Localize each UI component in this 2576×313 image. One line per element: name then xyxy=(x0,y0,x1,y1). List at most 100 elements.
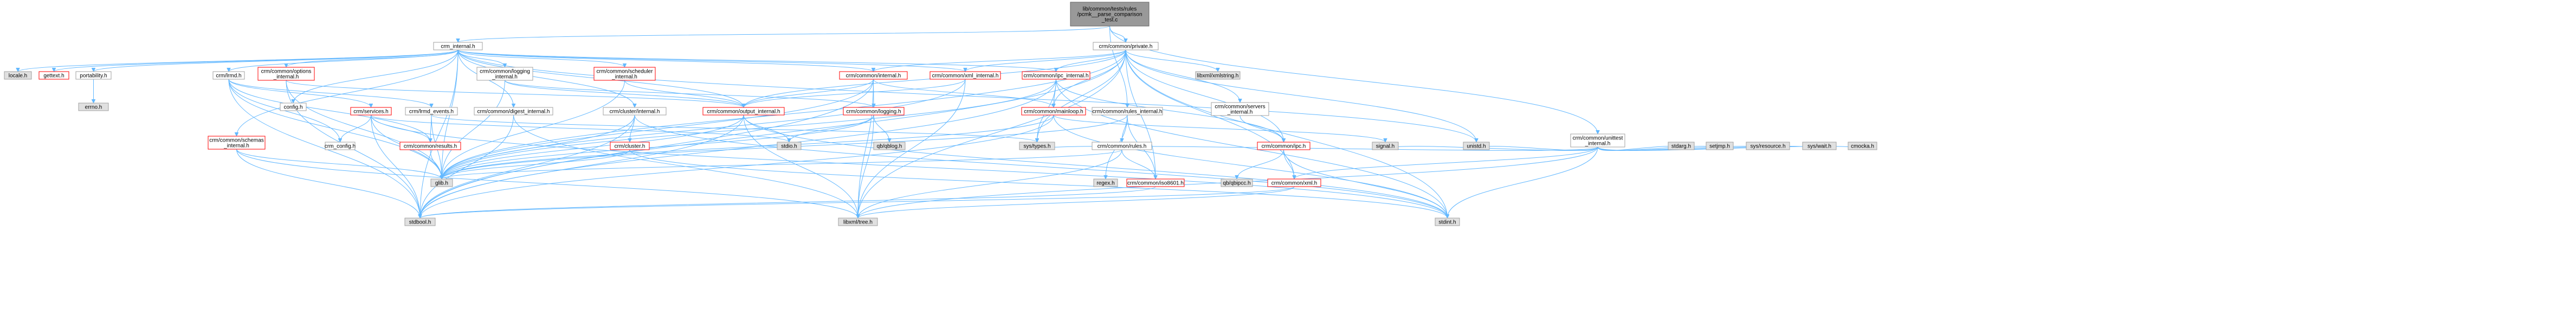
node-qbipcc[interactable]: qb/qbipcc.h xyxy=(1221,178,1253,187)
node-sysresource[interactable]: sys/resource.h xyxy=(1746,142,1790,150)
node-xml[interactable]: crm/common/xml.h xyxy=(1267,178,1321,187)
node-label: crm/common/logging.h xyxy=(846,109,901,115)
node-rules[interactable]: crm/common/rules.h xyxy=(1092,142,1152,150)
node-stdio[interactable]: stdio.h xyxy=(777,142,802,150)
node-mainloop[interactable]: crm/common/mainloop.h xyxy=(1021,107,1086,116)
node-services[interactable]: crm/services.h xyxy=(350,107,392,116)
node-label: signal.h xyxy=(1376,144,1394,150)
node-box xyxy=(843,107,905,116)
edge-crm-internal-to-options-int xyxy=(286,49,459,68)
node-digest-int[interactable]: crm/common/digest_internal.h xyxy=(474,107,553,116)
node-libxml-xmlstring[interactable]: libxml/xmlstring.h xyxy=(1195,71,1241,80)
node-lrmd-events[interactable]: crm/lrmd_events.h xyxy=(405,107,458,116)
node-label: /pcmk__parse_comparison xyxy=(1077,12,1142,18)
edge-services-to-crm-config xyxy=(340,114,371,143)
node-logging[interactable]: crm/common/logging.h xyxy=(843,107,905,116)
node-qbqblog[interactable]: qb/qblog.h xyxy=(873,142,906,150)
edge-crm-internal-to-stdbool xyxy=(420,49,459,218)
node-label: crm/common/output_internal.h xyxy=(707,109,780,115)
edge-ipc-internal-to-stdbool xyxy=(420,79,1056,218)
node-label: sys/wait.h xyxy=(1807,144,1831,150)
edge-crm-internal-to-portability xyxy=(94,49,459,72)
node-cmocka[interactable]: cmocka.h xyxy=(1848,142,1877,150)
edge-rules-to-libxml-tree xyxy=(858,149,1122,218)
node-stdarg[interactable]: stdarg.h xyxy=(1668,142,1695,150)
node-setjmp[interactable]: setjmp.h xyxy=(1706,142,1734,150)
node-box xyxy=(430,178,453,187)
node-common-internal[interactable]: crm/common/internal.h xyxy=(839,71,908,80)
node-errno[interactable]: errno.h xyxy=(78,103,109,111)
node-crm-config[interactable]: crm_config.h xyxy=(325,142,356,150)
node-schemas-int[interactable]: crm/common/schemas_internal.h xyxy=(208,136,266,150)
node-label: crm/common/mainloop.h xyxy=(1024,109,1083,115)
node-label: crm/common/results.h xyxy=(404,144,457,150)
node-servers-int[interactable]: crm/common/servers_internal.h xyxy=(1211,102,1269,116)
node-locale[interactable]: locale.h xyxy=(4,71,32,80)
node-libxml-tree[interactable]: libxml/tree.h xyxy=(838,218,878,226)
node-scheduler-int[interactable]: crm/common/scheduler_internal.h xyxy=(593,67,656,81)
node-unittest[interactable]: crm/common/unittest_internal.h xyxy=(1570,133,1625,148)
node-label: crm/common/xml_internal.h xyxy=(932,73,999,79)
edge-crm-private-to-unistd xyxy=(1125,49,1476,142)
node-portability[interactable]: portability.h xyxy=(75,71,112,80)
edge-cluster-int-to-stdint xyxy=(634,114,1448,218)
edge-logging-int-to-glib xyxy=(442,80,505,179)
node-label: qb/qbipcc.h xyxy=(1223,181,1250,187)
edge-mainloop-to-stdint xyxy=(1053,114,1448,218)
node-box xyxy=(593,67,656,81)
node-label: lib/common/tests/rules xyxy=(1083,7,1137,12)
node-iso8601[interactable]: crm/common/iso8601.h xyxy=(1126,178,1185,187)
edge-unittest-to-xml xyxy=(1294,146,1598,180)
node-label: sys/resource.h xyxy=(1750,144,1785,150)
node-systypes[interactable]: sys/types.h xyxy=(1019,142,1055,150)
edge-crm-internal-to-ipc-internal xyxy=(457,49,1056,72)
edge-crmd-to-glib xyxy=(228,79,442,179)
node-label: config.h xyxy=(283,105,302,111)
node-syswait[interactable]: sys/wait.h xyxy=(1802,142,1837,150)
node-cluster[interactable]: crm/cluster.h xyxy=(610,142,650,150)
node-label: _internal.h xyxy=(273,74,299,80)
node-label: crm/cluster/internal.h xyxy=(610,109,660,115)
node-xml-internal[interactable]: crm/common/xml_internal.h xyxy=(929,71,1001,80)
node-cluster-int[interactable]: crm/cluster/internal.h xyxy=(603,107,667,116)
edges-layer xyxy=(18,25,1863,219)
node-rules-int[interactable]: crm/common/rules_internal.h xyxy=(1092,107,1163,116)
edge-crm-internal-to-schemas-int xyxy=(237,49,459,136)
node-label: errno.h xyxy=(85,105,102,111)
node-box xyxy=(4,71,32,80)
node-config[interactable]: config.h xyxy=(280,103,307,111)
node-box xyxy=(38,71,69,80)
node-stdint[interactable]: stdint.h xyxy=(1435,218,1460,226)
edge-output-int-to-glib xyxy=(442,114,744,179)
node-output-int[interactable]: crm/common/output_internal.h xyxy=(702,107,785,116)
edge-unittest-to-systypes xyxy=(1037,146,1598,151)
edge-mainloop-to-signal xyxy=(1053,114,1385,143)
edge-cluster-int-to-glib xyxy=(442,114,635,179)
edge-crm-private-to-xml xyxy=(1125,49,1294,179)
node-crm-private[interactable]: crm/common/private.h xyxy=(1093,42,1159,50)
node-ipc-internal[interactable]: crm/common/ipc_internal.h xyxy=(1022,71,1090,80)
node-box xyxy=(1746,142,1790,150)
node-gettext[interactable]: gettext.h xyxy=(38,71,69,80)
node-signal[interactable]: signal.h xyxy=(1372,142,1399,150)
node-unistd[interactable]: unistd.h xyxy=(1463,142,1490,150)
edge-crm-private-to-servers-int xyxy=(1125,49,1240,103)
node-box xyxy=(1021,107,1086,116)
node-regex[interactable]: regex.h xyxy=(1093,178,1118,187)
edge-output-int-to-stdbool xyxy=(420,114,744,218)
node-crm-internal[interactable]: crm_internal.h xyxy=(433,42,483,50)
edge-xml-internal-to-output-int xyxy=(744,79,966,108)
node-glib[interactable]: glib.h xyxy=(430,178,453,187)
node-results[interactable]: crm/common/results.h xyxy=(399,142,461,150)
edge-options-int-to-output-int xyxy=(286,80,744,108)
node-options-int[interactable]: crm/common/options_internal.h xyxy=(257,67,315,81)
node-box xyxy=(280,103,307,111)
edge-scheduler-int-to-output-int xyxy=(624,80,744,108)
node-stdbool[interactable]: stdbool.h xyxy=(404,218,436,226)
edge-unittest-to-stdint xyxy=(1448,146,1598,218)
node-ipc[interactable]: crm/common/ipc.h xyxy=(1257,142,1310,150)
node-crmd[interactable]: crm/lrmd.h xyxy=(212,71,245,80)
edge-xml-to-libxml-tree xyxy=(858,186,1295,219)
node-logging-int[interactable]: crm/common/logging_internal.h xyxy=(476,67,533,81)
node-root[interactable]: lib/common/tests/rules/pcmk__parse_compa… xyxy=(1070,2,1150,27)
